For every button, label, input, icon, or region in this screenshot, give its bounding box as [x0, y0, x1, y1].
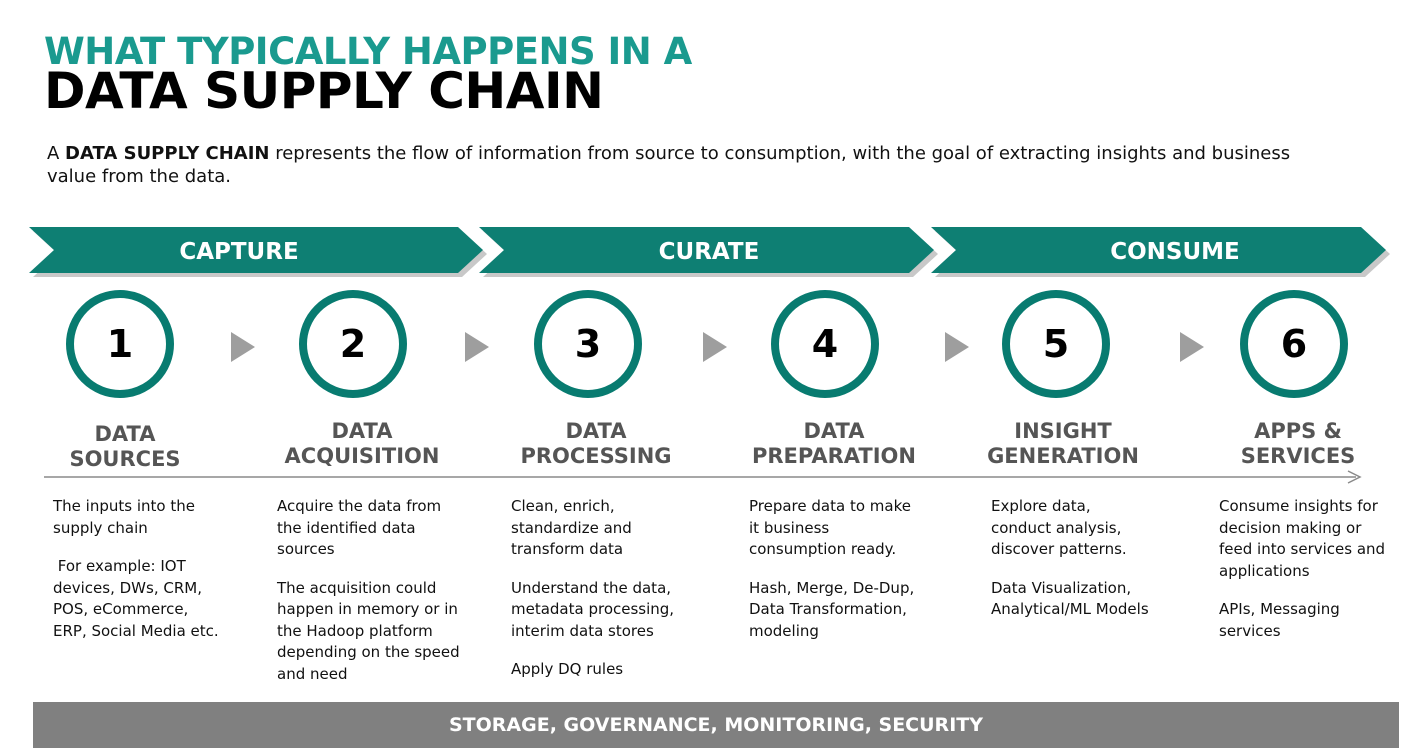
intro-paragraph: A DATA SUPPLY CHAIN represents the flow …	[47, 142, 1337, 188]
step-2-desc-line: The acquisition could happen in memory o…	[277, 578, 460, 683]
step-5-circle: 5	[1002, 290, 1110, 398]
intro-prefix: A	[47, 143, 66, 164]
step-6-title: APPS & SERVICES	[1240, 419, 1356, 468]
step-2-desc-line: Acquire the data from the identified dat…	[277, 497, 442, 558]
chevron-right-icon	[945, 332, 969, 362]
step-2-number: 2	[339, 322, 367, 366]
step-5-desc-line: Explore data, conduct analysis, discover…	[991, 497, 1127, 558]
step-6-description: Consume insights for decision making or …	[1219, 496, 1397, 659]
step-6-number: 6	[1280, 322, 1308, 366]
intro-bold-term: DATA SUPPLY CHAIN	[65, 143, 270, 164]
step-2-circle: 2	[299, 290, 407, 398]
step-6-circle: 6	[1240, 290, 1348, 398]
arrow-right-icon	[1347, 470, 1362, 484]
step-3-description: Clean, enrich, standardize and transform…	[511, 496, 696, 698]
step-4-desc-line: Hash, Merge, De-Dup, Data Transformation…	[749, 578, 915, 640]
step-3-circle: 3	[534, 290, 642, 398]
step-1-title: DATA SOURCES	[69, 422, 181, 471]
phase-curate-arrow	[479, 227, 934, 273]
phase-capture-arrow	[29, 227, 483, 273]
footer-label: STORAGE, GOVERNANCE, MONITORING, SECURIT…	[449, 714, 983, 736]
step-1-description: The inputs into the supply chain For exa…	[53, 496, 223, 659]
footer-bar	[33, 702, 1399, 748]
intro-rest: represents the flow of information from …	[47, 143, 1291, 187]
chevron-right-icon	[1180, 332, 1204, 362]
step-2-title: DATA ACQUISITION	[284, 419, 440, 468]
step-4-title: DATA PREPARATION	[752, 419, 916, 468]
step-5-description: Explore data, conduct analysis, discover…	[991, 496, 1151, 638]
step-3-desc-line: Apply DQ rules	[511, 660, 624, 678]
step-2-description: Acquire the data from the identified dat…	[277, 496, 467, 702]
step-3-desc-line: Clean, enrich, standardize and transform…	[511, 497, 632, 558]
step-4-circle: 4	[771, 290, 879, 398]
step-5-title: INSIGHT GENERATION	[987, 419, 1139, 468]
phase-label-consume: CONSUME	[1110, 239, 1240, 265]
step-5-desc-line: Data Visualization, Analytical/ML Models	[991, 578, 1149, 619]
chevron-right-icon	[703, 332, 727, 362]
step-1-desc-line: For example: IOT devices, DWs, CRM, POS,…	[53, 557, 219, 640]
step-3-title: DATA PROCESSING	[520, 419, 672, 468]
phase-label-curate: CURATE	[658, 239, 760, 265]
chevron-right-icon	[465, 332, 489, 362]
step-3-number: 3	[574, 322, 602, 366]
step-4-number: 4	[811, 322, 839, 366]
step-4-description: Prepare data to make it business consump…	[749, 496, 924, 659]
chevron-right-icon	[231, 332, 255, 362]
page-title-line2: DATA SUPPLY CHAIN	[44, 62, 604, 120]
step-3-desc-line: Understand the data, metadata processing…	[511, 578, 675, 640]
step-4-desc-line: Prepare data to make it business consump…	[749, 497, 911, 558]
phase-consume-arrow	[931, 227, 1386, 273]
phase-label-capture: CAPTURE	[179, 239, 299, 265]
step-6-desc-line: Consume insights for decision making or …	[1219, 497, 1386, 580]
step-1-circle: 1	[66, 290, 174, 398]
page-title-line1: WHAT TYPICALLY HAPPENS IN A	[44, 30, 692, 73]
step-6-desc-line: APIs, Messaging services	[1219, 600, 1340, 640]
step-1-desc-line: The inputs into the supply chain	[53, 497, 195, 537]
step-5-number: 5	[1042, 322, 1070, 366]
step-1-number: 1	[106, 322, 134, 366]
